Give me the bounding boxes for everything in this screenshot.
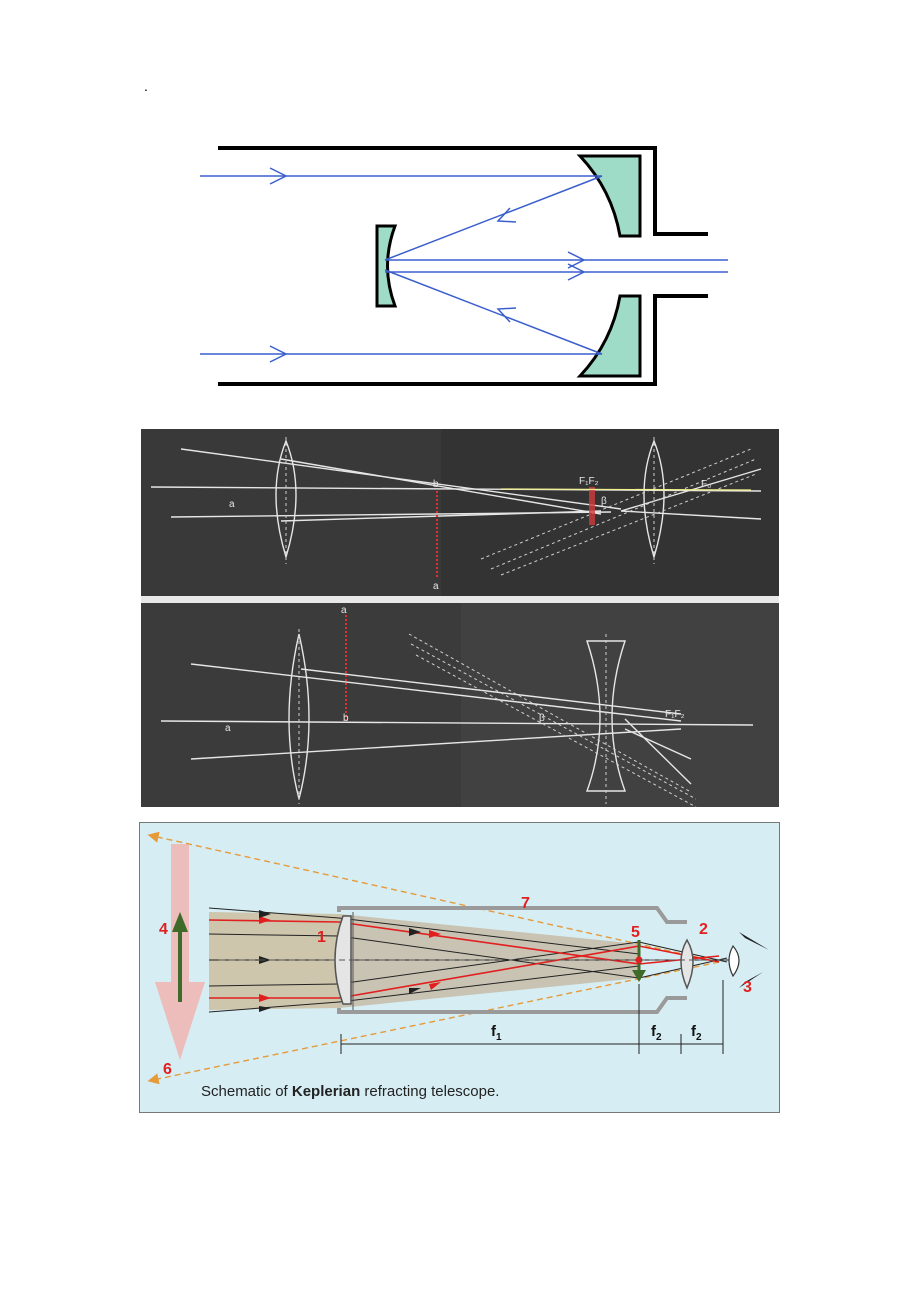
photo-top-label-a: a — [229, 499, 235, 510]
photo-bottom-label-beta: β — [539, 713, 545, 724]
label-6: 6 — [163, 1061, 172, 1078]
label-2: 2 — [699, 921, 708, 938]
telescope-tube — [218, 146, 708, 386]
photo-bottom-label-b: b — [343, 713, 349, 724]
primary-mirror-bottom — [576, 294, 642, 378]
ray-tracing-photo: a b a F₁F₂ β F₀ a b a F₁F₂ β — [141, 429, 779, 807]
keplerian-telescope-schematic: 1 2 3 4 5 6 7 f1 f2 f2 Schematic of Kepl… — [139, 822, 780, 1113]
photo-bottom-label-a2: a — [225, 723, 231, 734]
label-7: 7 — [521, 895, 530, 912]
label-1: 1 — [317, 929, 326, 946]
photo-top-label-fo: F₀ — [701, 479, 711, 490]
light-cone — [209, 912, 639, 1010]
photo-panel-bottom — [141, 603, 779, 807]
photo-bottom-label-a: a — [341, 605, 347, 616]
ray-arrows — [269, 167, 586, 363]
label-5: 5 — [631, 924, 640, 941]
primary-mirror-top — [576, 154, 642, 238]
schematic-caption: Schematic of Keplerian refracting telesc… — [201, 1083, 499, 1100]
photo-top-label-beta: β — [601, 496, 607, 507]
eyepiece-lens — [680, 938, 694, 990]
dim-f2-b: f2 — [691, 1023, 702, 1043]
secondary-mirror — [375, 224, 398, 308]
photo-bottom-label-ff: F₁F₂ — [665, 709, 685, 720]
label-3: 3 — [743, 979, 752, 996]
cassegrain-telescope-diagram — [200, 146, 728, 386]
label-4: 4 — [159, 921, 168, 938]
eye-icon — [728, 932, 769, 988]
telescope-tube — [337, 906, 687, 1014]
light-rays — [200, 175, 728, 355]
page-marker: . — [144, 78, 148, 94]
photo-top-label-b: b — [433, 479, 439, 490]
photo-top-label-a2: a — [433, 581, 439, 592]
dim-f2-a: f2 — [651, 1023, 662, 1043]
photo-top-label-ff: F₁F₂ — [579, 476, 599, 487]
dim-f1: f1 — [491, 1023, 502, 1043]
